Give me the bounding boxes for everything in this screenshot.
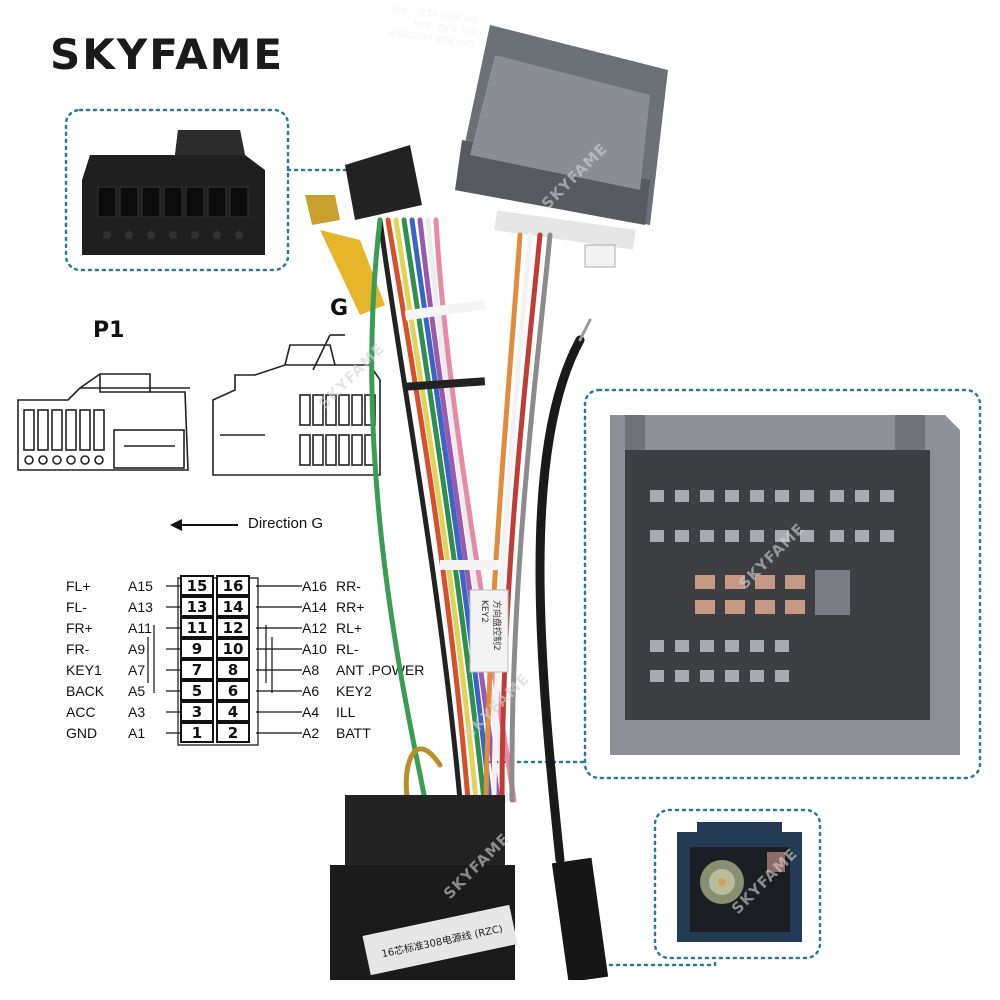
pin-function-label: BATT [336, 725, 371, 741]
p1-connector-drawing [17, 373, 190, 471]
pin-number-box: 10 [216, 638, 250, 659]
key2-tag-text: KEY2 [479, 600, 489, 623]
pin-number-box: 9 [180, 638, 214, 659]
pin-number-box: 1 [180, 722, 214, 743]
pin-code-label: A8 [302, 662, 320, 678]
pinout-right-row: 4 A4 ILL [216, 701, 446, 723]
pin-function-label: RR- [336, 578, 361, 594]
pinout-left-row: BACK A5 5 [66, 680, 256, 702]
pin-number-box: 16 [216, 575, 250, 596]
pin-code-label: A1 [128, 725, 146, 741]
pinout-right-row: 12 A12 RL+ [216, 617, 446, 639]
pinout-left-row: KEY1 A7 7 [66, 659, 256, 681]
pin-function-label: FR- [66, 641, 90, 657]
16pin-connector-photo [82, 130, 265, 255]
pinout-right-row: 10 A10 RL- [216, 638, 446, 660]
direction-label: Direction G [248, 515, 324, 532]
callout-frame-car-socket [583, 388, 982, 780]
pin-code-label: A16 [302, 578, 327, 594]
pin-code-label: A15 [128, 578, 153, 594]
pin-function-label: FL+ [66, 578, 91, 594]
pin-function-label: GND [66, 725, 98, 741]
callout-frame-antenna-plug [653, 808, 822, 960]
pin-number-box: 15 [180, 575, 214, 596]
pin-number-box: 7 [180, 659, 214, 680]
pinout-right-row: 16 A16 RR- [216, 575, 446, 597]
key2-tag-subtext: 方向盘控制2 [491, 600, 503, 651]
pinout-left-row: GND A1 1 [66, 722, 256, 744]
pinout-left-row: FR- A9 9 [66, 638, 256, 660]
pinout-right-row: 2 A2 BATT [216, 722, 446, 744]
pin-code-label: A14 [302, 599, 327, 615]
pinout-left-row: FR+ A11 11 [66, 617, 256, 639]
pin-number-box: 13 [180, 596, 214, 617]
pin-function-label: KEY2 [336, 683, 372, 699]
pin-code-label: A10 [302, 641, 327, 657]
pin-number-box: 12 [216, 617, 250, 638]
g-connector-drawing [212, 334, 381, 476]
pin-function-label: BACK [66, 683, 105, 699]
antenna-plug-photo [677, 822, 802, 942]
callout-line-antenna [608, 956, 717, 967]
pin-number-box: 8 [216, 659, 250, 680]
pin-code-label: A5 [128, 683, 146, 699]
pin-code-label: A9 [128, 641, 146, 657]
pin-function-label: ACC [66, 704, 96, 720]
wiring-harness-photo: KEY2 方向盘控制2 16芯标准308电源线 (RZC) [305, 25, 668, 980]
pin-code-label: A11 [128, 620, 152, 636]
pin-code-label: A13 [128, 599, 153, 615]
direction-arrow-icon [170, 519, 238, 531]
pin-number-box: 6 [216, 680, 250, 701]
pin-number-box: 5 [180, 680, 214, 701]
pinout-wiring [147, 577, 302, 746]
pin-function-label: ILL [336, 704, 356, 720]
car-socket-photo [610, 415, 960, 755]
pin-number-box: 2 [216, 722, 250, 743]
pin-code-label: A2 [302, 725, 320, 741]
pinout-left-row: ACC A3 3 [66, 701, 256, 723]
pin-number-box: 14 [216, 596, 250, 617]
pin-function-label: FL- [66, 599, 87, 615]
pin-code-label: A7 [128, 662, 146, 678]
can-bus-decoder-box [455, 25, 668, 250]
pin-number-box: 11 [180, 617, 214, 638]
pin-number-box: 3 [180, 701, 214, 722]
p1-label: P1 [93, 318, 125, 343]
pin-code-label: A3 [128, 704, 146, 720]
pinout-left-row: FL- A13 13 [66, 596, 256, 618]
pinout-right-row: 14 A14 RR+ [216, 596, 446, 618]
brand-logo: SKYFAME [50, 30, 285, 79]
pin-code-label: A6 [302, 683, 320, 699]
pin-function-label: KEY1 [66, 662, 102, 678]
pin-code-label: A12 [302, 620, 327, 636]
pin-function-label: FR+ [66, 620, 93, 636]
pin-number-box: 4 [216, 701, 250, 722]
16pin-car-plug: 16芯标准308电源线 (RZC) [330, 795, 518, 980]
pin-function-label: RR+ [336, 599, 365, 615]
pin-code-label: A4 [302, 704, 320, 720]
pinout-left-row: FL+ A15 15 [66, 575, 256, 597]
pinout-right-row: 6 A6 KEY2 [216, 680, 446, 702]
pin-function-label: RL+ [336, 620, 363, 636]
g-label: G [330, 296, 349, 321]
pin-function-label: RL- [336, 641, 359, 657]
callout-frame-16pin [64, 108, 290, 272]
